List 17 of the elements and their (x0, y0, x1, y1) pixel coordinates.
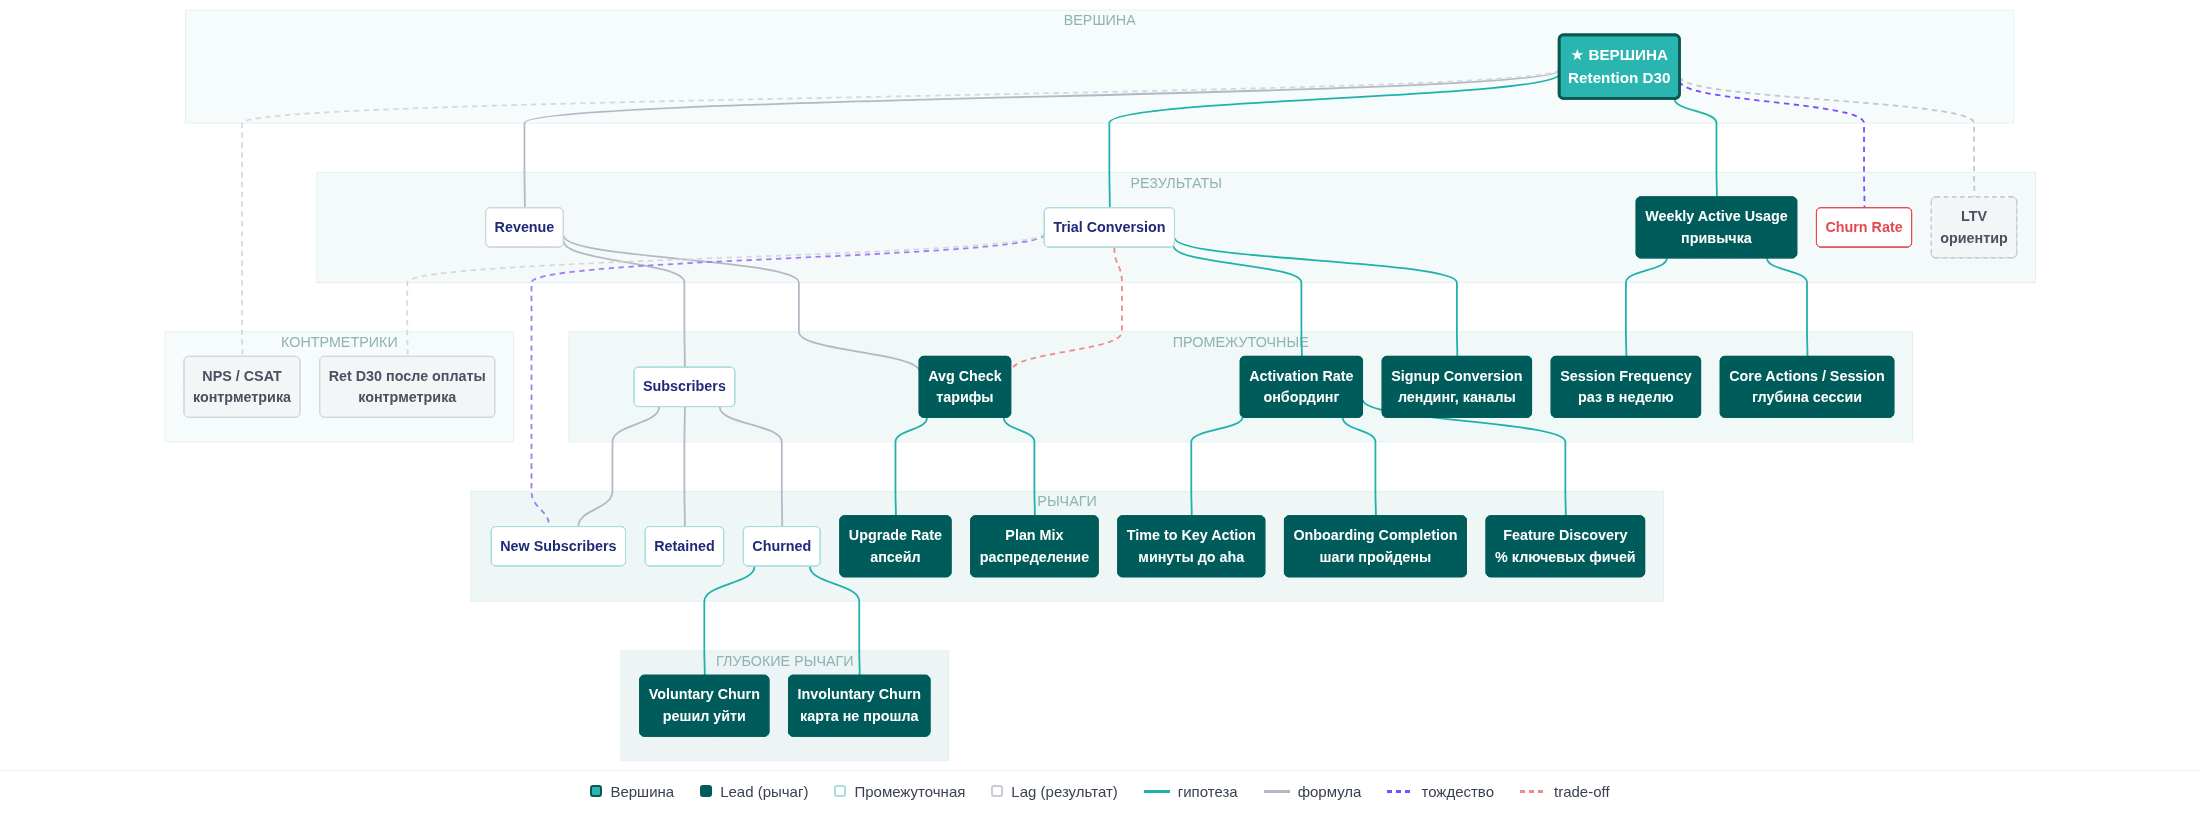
legend-label: Вершина (610, 782, 675, 800)
legend-label: формула (1297, 782, 1362, 800)
connector (1190, 415, 1244, 517)
connector (576, 405, 660, 528)
legend-label: Lag (результат) (1011, 782, 1118, 800)
legend-label: trade-off (1554, 782, 1610, 800)
connector (894, 416, 928, 517)
connector (1002, 416, 1036, 517)
connector (683, 405, 686, 528)
connector (1673, 97, 1718, 198)
connector (718, 405, 783, 528)
legend-label: Lead (рычаг) (720, 782, 809, 800)
legend-label: гипотеза (1177, 782, 1238, 800)
legend-label: Промежуточная (854, 782, 966, 800)
connector (562, 239, 686, 368)
connector (1341, 416, 1377, 517)
legend-label: тождество (1421, 782, 1494, 800)
